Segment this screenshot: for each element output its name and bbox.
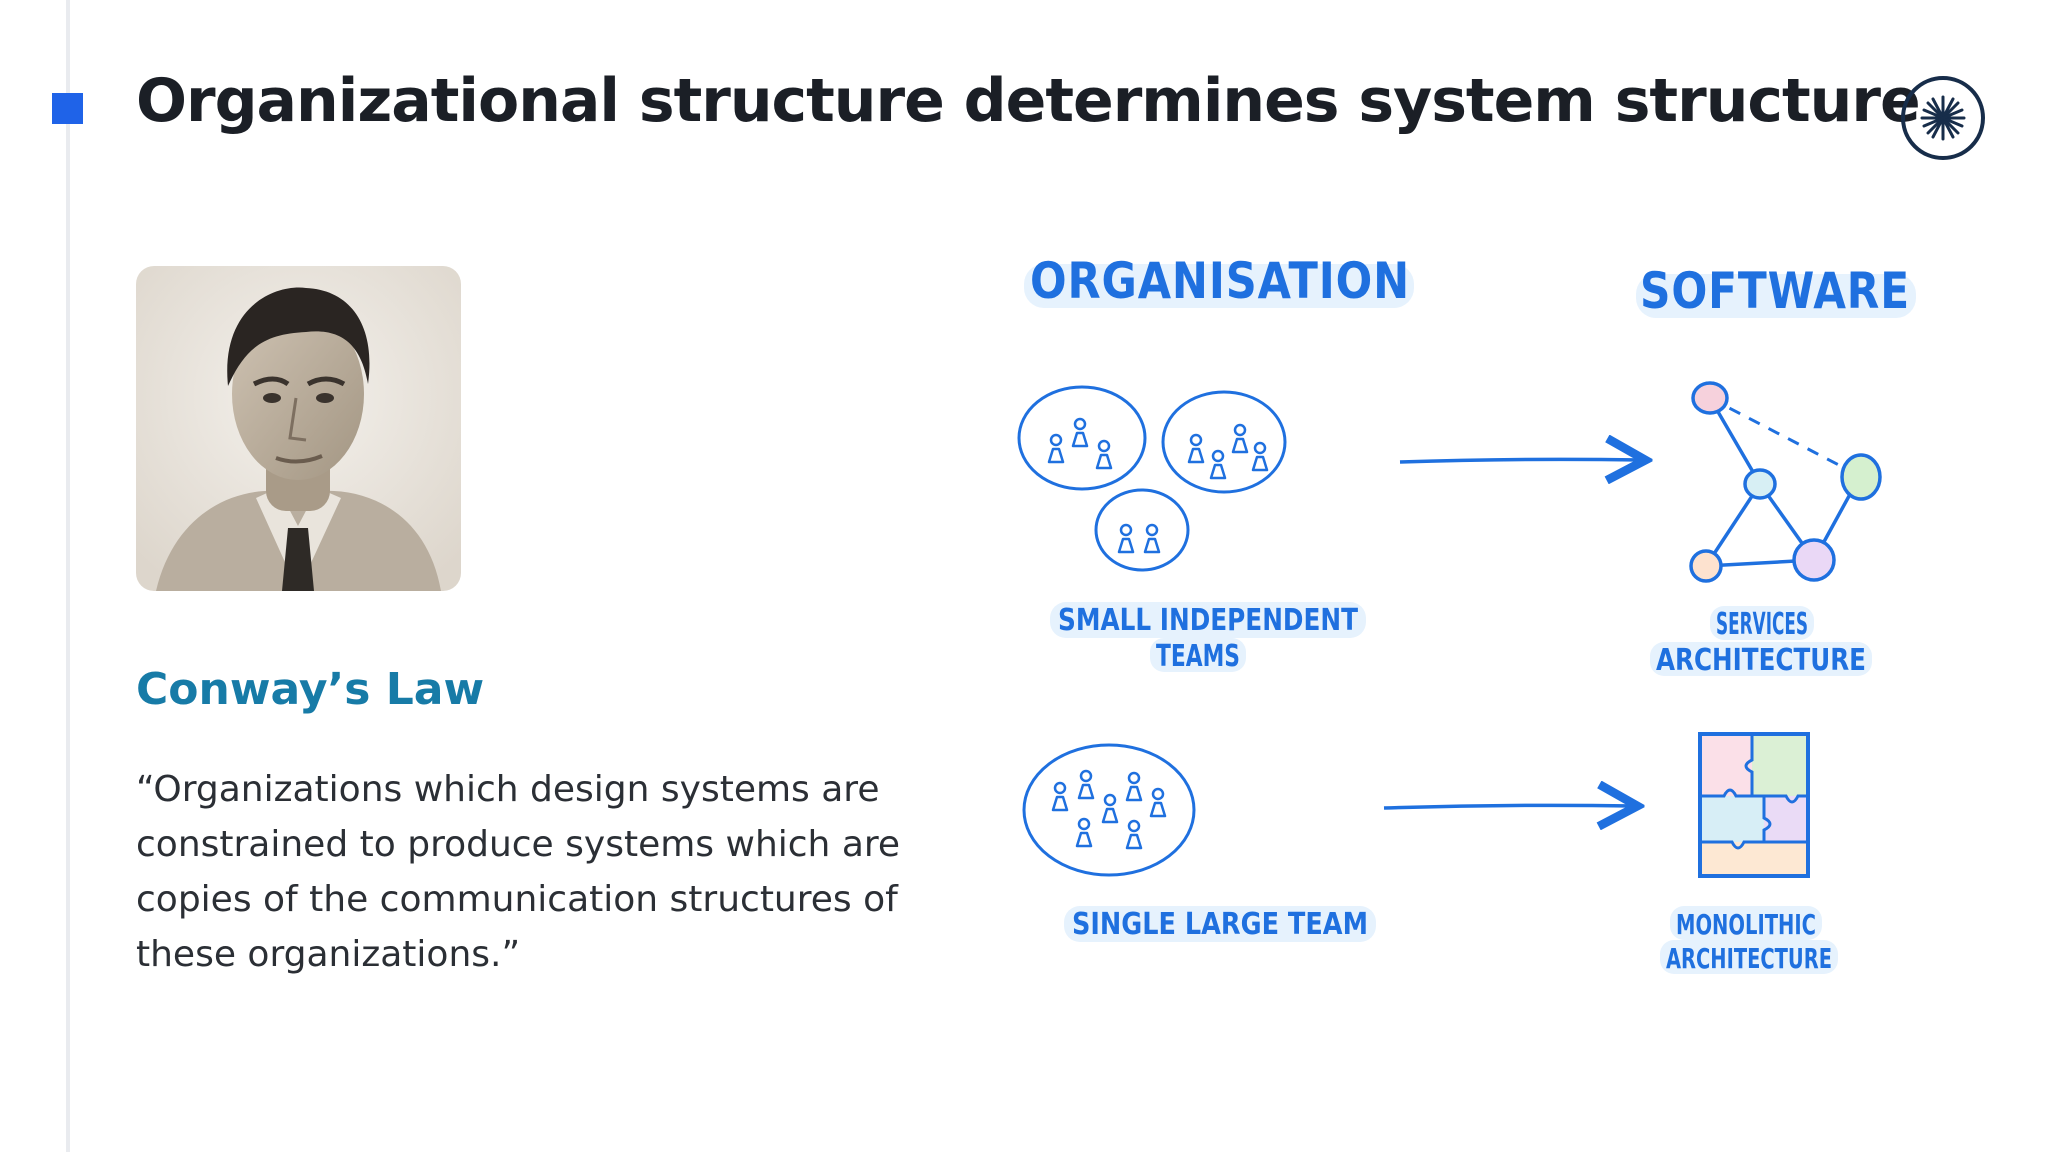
starburst-logo-icon — [1901, 76, 1985, 160]
services-label-line1: SERVICES — [1716, 607, 1808, 642]
monolith-puzzle-icon — [1698, 732, 1810, 878]
conway-diagram: ORGANISATION SOFTWARE SMALL INDEPENDENT … — [1017, 252, 1916, 975]
small-team-2-people-icon — [1187, 423, 1269, 480]
slide-title: Organizational structure determines syst… — [136, 66, 1921, 136]
law-title: Conway’s Law — [136, 664, 485, 715]
small-teams-group — [1017, 385, 1287, 572]
portrait-photo — [136, 266, 461, 591]
monolithic-label-line2: ARCHITECTURE — [1666, 942, 1832, 975]
small-team-3-people-icon — [1117, 523, 1161, 554]
team-to-monolith-arrow — [1383, 805, 1634, 808]
single-team-bubble — [1022, 743, 1196, 877]
small-teams-label-line2: TEAMS — [1156, 639, 1240, 674]
org-to-services-arrow — [1399, 459, 1642, 462]
small-teams-label-line1: SMALL INDEPENDENT — [1058, 603, 1358, 638]
single-team-label: SINGLE LARGE TEAM — [1072, 907, 1368, 942]
software-heading: SOFTWARE — [1640, 262, 1910, 320]
organisation-heading: ORGANISATION — [1030, 252, 1410, 310]
services-label-line2: ARCHITECTURE — [1656, 643, 1866, 678]
single-team-people-icon — [1051, 769, 1167, 850]
services-graph-icon — [1689, 381, 1882, 583]
title-square-marker — [52, 93, 83, 124]
small-team-1-people-icon — [1047, 417, 1113, 470]
monolithic-label-line1: MONOLITHIC — [1676, 908, 1816, 941]
law-quote: “Organizations which design systems are … — [136, 769, 901, 975]
left-rule-divider — [66, 0, 70, 1152]
